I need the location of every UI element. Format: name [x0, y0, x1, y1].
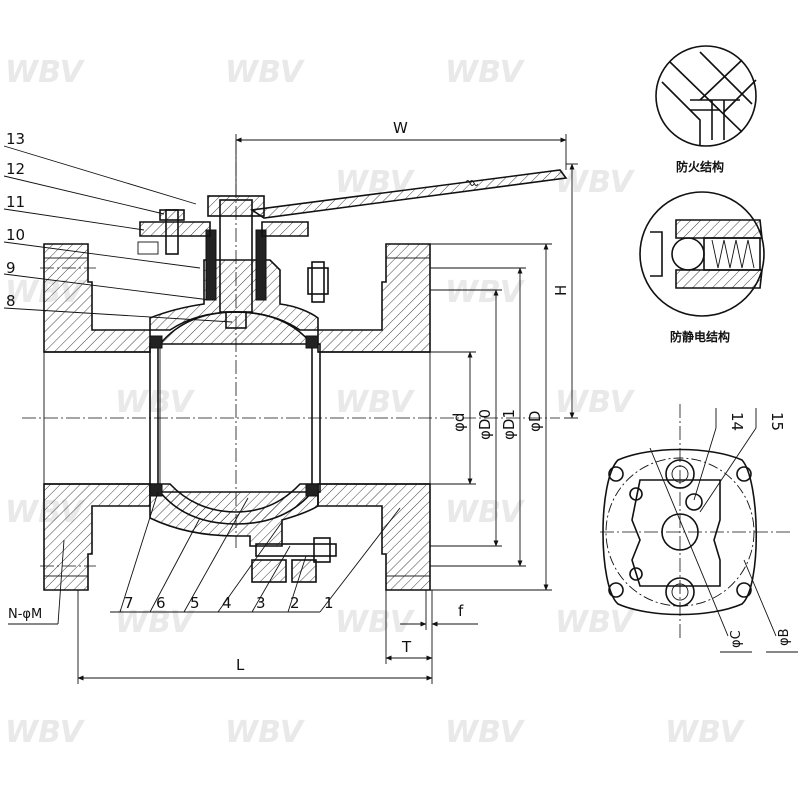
body-nut	[307, 267, 329, 295]
packing-right	[255, 229, 267, 301]
top-view-outline	[602, 448, 758, 616]
dimension-diameters: φd φD0 φD1 φD	[430, 243, 552, 591]
watermark: WBV	[115, 605, 196, 640]
part-label-10: 10	[6, 226, 25, 244]
dim-label-D: φD	[526, 411, 544, 432]
caption-anti-static: 防静电结构	[670, 329, 730, 344]
gland-right	[261, 221, 309, 237]
watermark: WBV	[555, 605, 636, 640]
right-flange-bottom	[317, 483, 431, 591]
lever-handle	[249, 169, 568, 219]
part-label-15: 15	[768, 412, 786, 431]
dimension-H: H	[552, 163, 578, 419]
watermark: WBV	[335, 385, 416, 420]
part-label-11: 11	[6, 193, 25, 211]
dim-label-W: W	[393, 119, 408, 137]
seat-ring	[149, 483, 163, 497]
dim-label-D0: φD0	[476, 409, 494, 440]
part-label-14: 14	[728, 412, 746, 431]
left-flange-bottom	[43, 483, 151, 591]
body-stud	[311, 261, 325, 303]
dim-label-C: φC	[729, 630, 744, 648]
part-label-5: 5	[190, 594, 200, 612]
part-label-13: 13	[6, 130, 25, 148]
right-flange-top	[317, 243, 431, 353]
watermark: WBV	[115, 385, 196, 420]
top-view: 14 15 φC φB	[600, 404, 798, 653]
dimension-bolt-holes: N-φM	[8, 267, 96, 625]
watermark: WBV	[225, 55, 306, 90]
bottom-stud	[255, 543, 337, 557]
watermark: WBV	[225, 715, 306, 750]
stem-tang	[225, 311, 247, 329]
watermark: WBV	[335, 605, 416, 640]
dimension-L: L	[77, 590, 433, 684]
dim-label-H: H	[552, 285, 570, 296]
gland-nut	[159, 209, 185, 221]
valve-section-view: 13 12 11 10 9 8 7 6 5 4 3 2 1 W H	[3, 119, 578, 684]
watermark: WBV	[665, 715, 746, 750]
anti-static-detail: 防静电结构	[639, 191, 765, 344]
watermark: WBV	[445, 55, 526, 90]
bottom-nut	[313, 537, 331, 563]
part-label-12: 12	[6, 160, 25, 178]
watermark: WBV	[445, 495, 526, 530]
anti-static-circle	[639, 191, 765, 317]
part-label-1: 1	[324, 594, 334, 612]
stem-hole	[661, 513, 699, 551]
dimension-W: W	[235, 119, 567, 196]
dim-label-D1: φD1	[500, 409, 518, 440]
right-flange-face-bottom	[385, 575, 431, 591]
dim-label-d: φd	[450, 413, 468, 432]
watermark: WBV	[445, 715, 526, 750]
bottom-boss	[251, 559, 287, 583]
watermark-layer: WBV WBV WBV WBV WBV WBV WBV WBV WBV WBV …	[5, 55, 746, 750]
part-label-9: 9	[6, 259, 16, 277]
watermark: WBV	[555, 385, 636, 420]
part-label-2: 2	[290, 594, 300, 612]
part-number-labels: 13 12 11 10 9 8 7 6 5 4 3 2 1	[6, 130, 334, 612]
seat-ring	[305, 335, 319, 349]
dim-label-f: f	[458, 602, 464, 620]
dimension-f: f	[400, 590, 478, 630]
fire-safe-detail: 防火结构	[655, 45, 757, 174]
dim-label-B: φB	[777, 629, 792, 647]
part-label-3: 3	[256, 594, 266, 612]
watermark: WBV	[555, 165, 636, 200]
part-label-8: 8	[6, 292, 16, 310]
part-label-6: 6	[156, 594, 166, 612]
ball-bottom	[158, 491, 314, 525]
part-label-7: 7	[124, 594, 134, 612]
dimension-T: T	[385, 590, 433, 664]
dim-label-L: L	[236, 656, 245, 674]
caption-fire-safe: 防火结构	[676, 159, 724, 174]
dim-label-NM: N-φM	[8, 607, 42, 622]
left-flange-face-bottom	[43, 575, 89, 591]
watermark: WBV	[5, 55, 86, 90]
seat-ring	[305, 483, 319, 497]
left-flange-top	[43, 243, 151, 353]
fire-safe-circle	[655, 45, 757, 147]
anti-static-ball	[671, 237, 705, 271]
left-flange-face-top	[43, 243, 89, 259]
packing-left	[205, 229, 217, 301]
gland-left	[139, 221, 211, 237]
right-flange-face-top	[385, 243, 431, 259]
watermark: WBV	[445, 275, 526, 310]
part-leaders	[3, 145, 401, 613]
part-label-4: 4	[222, 594, 232, 612]
watermark: WBV	[5, 715, 86, 750]
seat-ring	[149, 335, 163, 349]
dim-label-T: T	[401, 638, 412, 656]
